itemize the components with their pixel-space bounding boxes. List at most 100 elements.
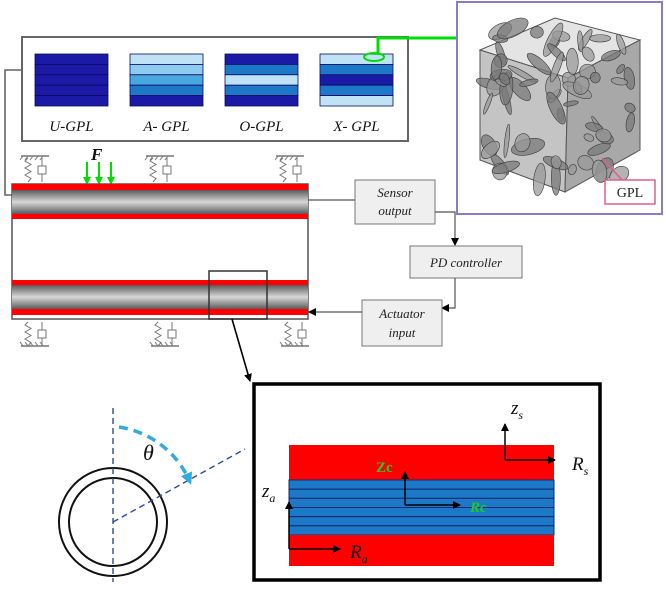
pattern-layer xyxy=(319,84,394,96)
pd-controller-label: PD controller xyxy=(429,255,503,270)
gpl-flake xyxy=(625,112,635,133)
gpl-flake xyxy=(533,162,546,197)
gpl-flake xyxy=(595,128,612,143)
gpl-flake xyxy=(499,72,511,86)
sensor-output-line1: Sensor xyxy=(377,185,413,200)
spring-damper xyxy=(274,155,304,183)
pattern-layer xyxy=(224,84,299,96)
gpl-flake xyxy=(589,71,601,84)
detail-window xyxy=(208,270,268,320)
actuator-input-line1: Actuator xyxy=(378,306,425,321)
pattern-layer xyxy=(34,64,109,76)
actuator-input-line2: input xyxy=(389,325,416,340)
rc-label: Rc xyxy=(469,500,487,516)
gpl-flakes xyxy=(475,17,636,197)
pattern-layer xyxy=(34,74,109,86)
pipe-cross-section: θ xyxy=(58,408,246,582)
pattern-layer xyxy=(129,64,204,76)
gpl-flake xyxy=(549,51,564,83)
pattern-0: U-GPL xyxy=(34,53,109,135)
zoom-arrow xyxy=(231,318,252,382)
layer-detail-panel: zs Rs Zc Rc za Ra xyxy=(252,382,602,582)
pattern-swatches: U-GPL A- GPL O-GPL X- GPL xyxy=(34,53,394,135)
pattern-layer xyxy=(34,53,109,65)
sensor-output-line2: output xyxy=(378,203,412,218)
pattern-layer xyxy=(224,64,299,76)
sandwich-pipe xyxy=(11,183,309,320)
pattern-label: X- GPL xyxy=(332,119,379,135)
control-loop: Sensor output PD controller Actuator inp… xyxy=(308,179,523,347)
za-label: za xyxy=(261,481,275,505)
gpl-flake xyxy=(583,133,595,142)
gpl-flake xyxy=(491,160,520,174)
gpl-flake xyxy=(497,17,529,40)
core-layer xyxy=(288,525,555,536)
gpl-flake xyxy=(616,64,625,74)
theta-label: θ xyxy=(143,440,154,465)
spring-damper xyxy=(144,155,174,183)
pattern-layer xyxy=(129,53,204,65)
spring-damper xyxy=(279,321,309,347)
pattern-layer xyxy=(34,95,109,107)
gpl-flake xyxy=(550,155,562,169)
pattern-layer xyxy=(129,95,204,107)
gpl-flake xyxy=(589,34,611,43)
axes-face-sheet-bottom: za Ra xyxy=(261,481,368,566)
pattern-layer xyxy=(224,74,299,86)
gpl-flake xyxy=(577,30,584,53)
pattern-layer xyxy=(224,95,299,107)
ra-label: Ra xyxy=(349,542,368,566)
core-layers xyxy=(288,479,555,536)
gpl-flake xyxy=(563,100,579,107)
pattern-layer xyxy=(129,84,204,96)
pattern-layer xyxy=(319,64,394,76)
gpl-flake xyxy=(610,77,629,86)
gpl-flake xyxy=(587,142,611,156)
gpl-label-box xyxy=(604,179,656,205)
sensor-output-box xyxy=(354,179,436,225)
pattern-layer xyxy=(34,84,109,96)
gpl-flake xyxy=(503,123,511,159)
gpl-flake xyxy=(481,140,500,159)
gpl-flake xyxy=(483,92,493,115)
rs-label: Rs xyxy=(571,454,589,478)
pattern-3: X- GPL xyxy=(319,53,394,135)
pattern-layer xyxy=(319,74,394,86)
pattern-label: U-GPL xyxy=(49,119,93,135)
pattern-2: O-GPL xyxy=(224,53,299,135)
spring-damper xyxy=(19,155,49,183)
gpl-label: GPL xyxy=(617,186,643,201)
gpl-flake xyxy=(519,78,539,87)
pattern-1: A- GPL xyxy=(129,53,204,135)
core-layer xyxy=(288,516,555,527)
gpl-cube: GPL xyxy=(456,1,663,215)
core-layer xyxy=(288,488,555,499)
actuator-input-box xyxy=(361,299,443,347)
pattern-label: O-GPL xyxy=(239,119,283,135)
gpl-flake xyxy=(565,47,579,75)
pd-controller-box xyxy=(409,245,523,279)
green-link xyxy=(363,36,457,62)
legend-connector xyxy=(4,69,22,196)
spring-damper xyxy=(149,321,179,347)
pattern-layer xyxy=(224,53,299,65)
gpl-flake xyxy=(514,133,531,153)
axes-face-sheet-top: zs Rs xyxy=(501,398,589,478)
zc-label: Zc xyxy=(376,460,393,476)
zs-label: zs xyxy=(510,398,523,422)
gpl-flake xyxy=(568,164,577,176)
gpl-flake xyxy=(616,33,627,55)
gpl-pattern-legend: U-GPL A- GPL O-GPL X- GPL xyxy=(21,36,409,142)
gpl-flake xyxy=(530,26,544,39)
core-layer xyxy=(288,497,555,509)
gpl-flake xyxy=(490,55,502,81)
gpl-flake xyxy=(581,46,595,62)
gpl-flake xyxy=(526,52,552,75)
gpl-flake xyxy=(591,159,608,183)
gpl-flake xyxy=(601,50,621,62)
gpl-flake xyxy=(624,102,636,113)
gpl-flake xyxy=(573,76,590,95)
axes-core: Zc Rc xyxy=(376,460,487,516)
gpl-flake xyxy=(546,91,566,125)
